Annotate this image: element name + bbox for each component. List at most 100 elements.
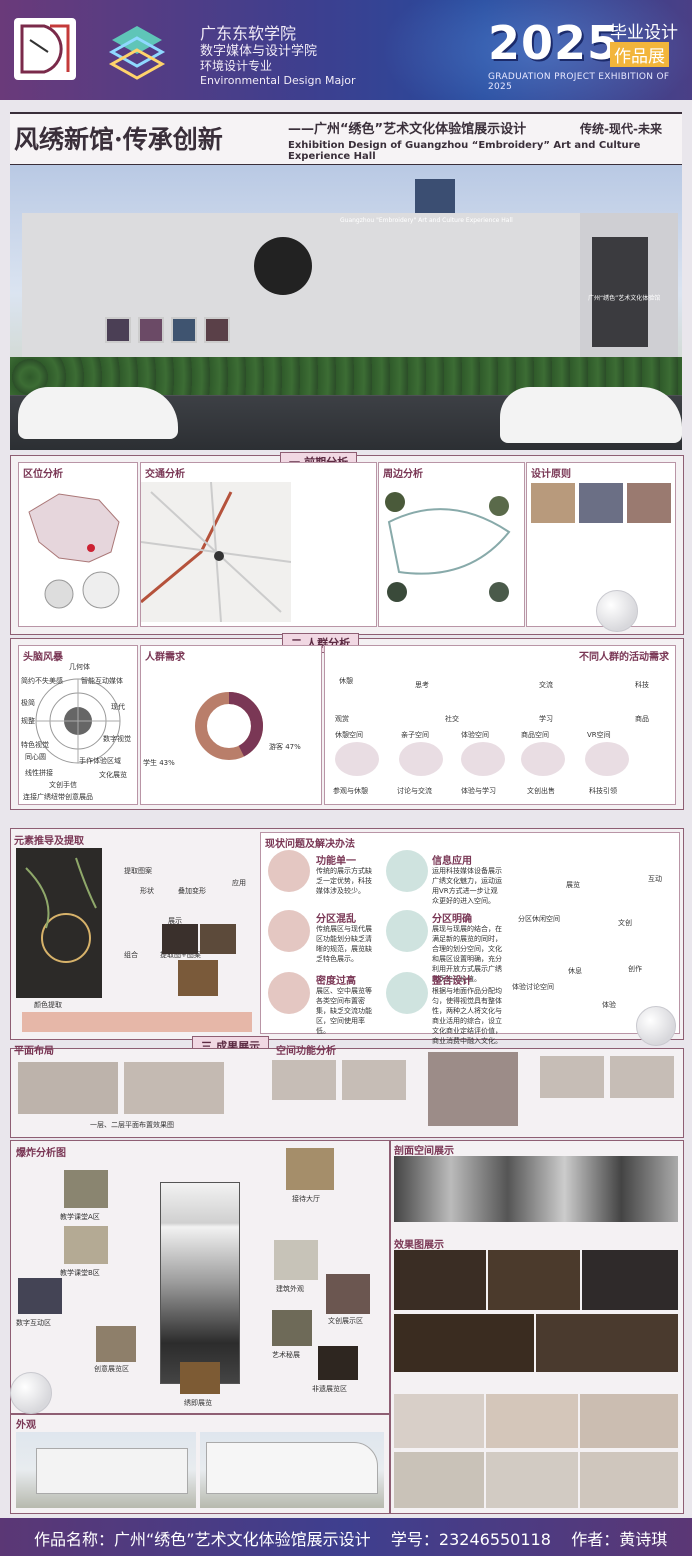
title-tag: 传统-现代-未来 — [580, 122, 662, 136]
problems-solutions: 现状问题及解决办法 — [260, 832, 680, 1034]
traffic-analysis: 交通分析 — [140, 462, 377, 627]
rendering — [536, 1314, 678, 1372]
diagram-label: 创作 — [628, 965, 642, 973]
elements-title: 元素推导及提取 — [14, 836, 84, 847]
rendering — [488, 1250, 580, 1310]
bs-word: 文创手信 — [49, 781, 77, 789]
footer-info: 作品名称：广州“绣色”艺术文化体验馆展示设计 学号：23246550118 作者… — [34, 1530, 668, 1549]
problems-title: 现状问题及解决办法 — [265, 839, 355, 850]
tag-graduation: 毕业设计 — [610, 23, 678, 43]
round-window — [254, 237, 312, 295]
bs-word: 极简 — [21, 699, 35, 707]
explode-label: 文创展示区 — [328, 1317, 363, 1325]
explode-label: 接待大厅 — [292, 1195, 320, 1203]
diagram-label: 互动 — [648, 875, 662, 883]
hero-sign: 广州“绣色”艺术文化体验馆 — [588, 295, 661, 302]
activity-label: 不同人群的活动需求 — [579, 652, 669, 663]
activity-item: 休憩 — [339, 677, 353, 685]
explode-photo — [64, 1170, 108, 1208]
surrounding-label: 周边分析 — [383, 469, 423, 480]
explode-label: 绣即展览 — [184, 1399, 212, 1407]
explode-label: 数字互动区 — [16, 1319, 51, 1327]
hero-render: Guangzhou "Embroidery" Art and Culture E… — [10, 165, 682, 450]
activity-item: 思考 — [415, 681, 429, 689]
solution-icon — [386, 850, 428, 892]
bs-word: 智能互动媒体 — [81, 677, 123, 685]
pattern-tile — [200, 924, 236, 954]
page-title: 风绣新馆·传承创新 — [14, 125, 223, 154]
solution-body: 展现与现展的结合，在满足新的展览的同时，合理的划分空间，文化和展区设置明确，充分… — [432, 925, 502, 983]
renderings-title: 效果图展示 — [394, 1240, 444, 1251]
brainstorm: 头脑风暴 几何体 简约不失美感 智能互动媒体 极简 规整 现代 数字视觉 特色视… — [18, 645, 138, 805]
donut-student: 学生 43% — [143, 759, 175, 767]
explode-label: 教学课堂B区 — [60, 1269, 100, 1277]
bs-word: 规整 — [21, 717, 35, 725]
step-label: 形状 — [140, 887, 154, 895]
problem-head: 密度过高 — [316, 976, 356, 987]
step-label: 应用 — [232, 879, 246, 887]
solution-head: 整合设计 — [432, 976, 472, 987]
exterior-render-2 — [200, 1432, 384, 1508]
explode-photo — [272, 1310, 312, 1346]
space-item: 商品空间 — [521, 731, 549, 739]
explode-photo — [96, 1326, 136, 1362]
mode-item: 体验与学习 — [461, 787, 496, 795]
diagram-label: 文创 — [618, 919, 632, 927]
car-right — [500, 387, 682, 443]
problem-icon — [268, 910, 310, 952]
problem-icon — [268, 850, 310, 892]
bs-word: 手作体验区域 — [79, 757, 121, 765]
diagram-label: 休息 — [568, 967, 582, 975]
activity-needs: 不同人群的活动需求 休憩 思考 交流 科技 观赏 社交 学习 商品 休憩空间 亲… — [324, 645, 676, 805]
principles-label: 设计原则 — [531, 469, 571, 480]
building-facade — [22, 213, 582, 373]
bs-word: 连接广绣纽带创意展品 — [23, 793, 93, 801]
rendering — [486, 1394, 578, 1448]
step-label: 提取图案 — [124, 867, 152, 875]
explode-photo — [274, 1240, 318, 1280]
plan-title: 平面布局 — [14, 1046, 54, 1057]
header-subtitle: GRADUATION PROJECT EXHIBITION OF 2025 — [488, 72, 670, 92]
mode-item: 科技引领 — [589, 787, 617, 795]
surrounding-map — [385, 492, 511, 602]
problem-icon — [268, 972, 310, 1014]
problem-head: 分区混乱 — [316, 914, 356, 925]
rendering — [580, 1394, 678, 1448]
embroidery-ball-deco — [596, 590, 638, 632]
space-function-title: 空间功能分析 — [276, 1046, 336, 1057]
year: 2025 — [488, 16, 621, 70]
tag-exhibition: 作品展 — [610, 42, 669, 67]
solution-head: 信息应用 — [432, 856, 472, 867]
function-axon — [428, 1052, 518, 1126]
explode-photo — [64, 1226, 108, 1264]
mode-item: 讨论与交流 — [397, 787, 432, 795]
explode-photo — [286, 1148, 334, 1190]
solution-body: 运用科技媒体设备展示广绣文化魅力，运动运用VR方式进一步让观众更好的进入空间。 — [432, 867, 502, 905]
exterior-title: 外观 — [16, 1420, 36, 1431]
school-name: 广东东软学院 — [200, 24, 297, 43]
step-label: 提取图+图案 — [160, 951, 201, 959]
diagram-label: 体验讨论空间 — [512, 983, 554, 991]
surrounding-analysis: 周边分析 — [378, 462, 525, 627]
title-english: Exhibition Design of Guangzhou “Embroide… — [288, 140, 641, 162]
color-extract-label: 颜色提取 — [34, 1001, 62, 1009]
activity-item: 社交 — [445, 715, 459, 723]
problem-head: 功能单一 — [316, 856, 356, 867]
activity-item: 科技 — [635, 681, 649, 689]
diagram-label: 分区休闲空间 — [518, 915, 560, 923]
problem-body: 传统展区与现代展区功能划分缺乏清晰的规范，展览缺乏特色展示。 — [316, 925, 372, 963]
mode-item: 文创出售 — [527, 787, 555, 795]
pattern-tile — [162, 924, 198, 954]
hero-caption: Guangzhou "Embroidery" Art and Culture E… — [340, 217, 513, 224]
space-item: VR空间 — [587, 731, 611, 739]
rendering — [394, 1314, 534, 1372]
brainstorm-label: 头脑风暴 — [23, 652, 63, 663]
college-logo — [108, 22, 166, 80]
explode-label: 艺术秘展 — [272, 1351, 300, 1359]
floor-plan-2 — [124, 1062, 224, 1114]
explode-label: 非遗展览区 — [312, 1385, 347, 1393]
demand-label: 人群需求 — [145, 652, 185, 663]
embroidery-ball-deco — [636, 1006, 676, 1046]
car-left — [18, 387, 178, 439]
solution-icon — [386, 910, 428, 952]
